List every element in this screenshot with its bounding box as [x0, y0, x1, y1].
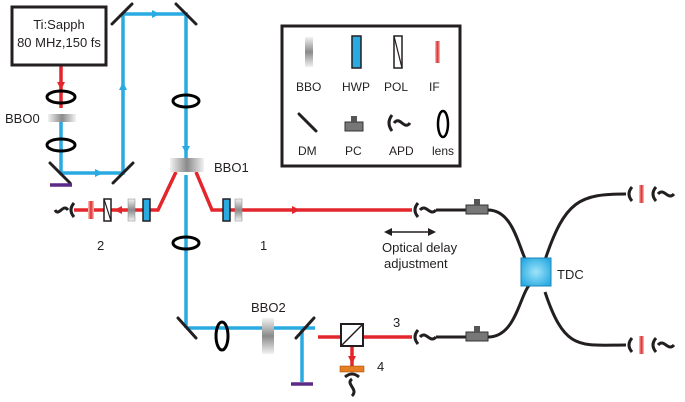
polarization-controller-icon: [465, 199, 489, 215]
lens-icon: [45, 89, 77, 105]
bbo1-crystal: BBO1: [170, 158, 249, 175]
laser-source: Ti:Sapph 80 MHz,150 fs: [10, 5, 108, 67]
bbo0-crystal: BBO0: [5, 111, 76, 126]
tdc-label: TDC: [557, 267, 584, 282]
legend-hwp-label: HWP: [342, 80, 370, 94]
legend-lens-label: lens: [432, 144, 454, 158]
legend-pc-icon: [344, 116, 364, 132]
legend-apd-icon: [387, 114, 412, 132]
lens-elements: [45, 89, 230, 352]
lens-icon: [171, 93, 201, 109]
pbs-cube: [340, 323, 364, 347]
legend: BBO HWP POL IF DM PC APD lens: [280, 24, 462, 168]
polarizer-icon: [103, 198, 112, 222]
apd-icon: [344, 372, 360, 398]
polarization-controller-icon: [465, 326, 489, 342]
pump-beam: [59, 12, 315, 382]
legend-pc-label: PC: [345, 144, 362, 158]
detector-bottom: [627, 336, 676, 354]
compensator-crystals: [127, 198, 243, 222]
waveplate-elements: [142, 198, 231, 222]
beam-dumps: [50, 183, 313, 386]
mirror-icon: [48, 161, 72, 185]
laser-spec: 80 MHz,150 fs: [17, 35, 101, 50]
interference-filter-icon: [639, 336, 644, 354]
hwp-icon: [142, 198, 151, 222]
lens-icon: [45, 137, 77, 153]
tdc-box: TDC: [520, 257, 584, 287]
interference-filter-icon: [339, 365, 365, 373]
mirror-icon: [110, 2, 134, 26]
legend-bbo-icon: [305, 37, 313, 67]
apd-icon: [53, 202, 76, 218]
apd-icon: [651, 186, 676, 202]
mirror-elements: [48, 2, 316, 340]
legend-hwp-icon: [351, 35, 362, 69]
path-label-2: 2: [97, 238, 104, 253]
bbo1-label: BBO1: [214, 160, 249, 175]
apd-icon: [413, 202, 438, 218]
legend-if-icon: [435, 41, 440, 63]
lens-icon: [214, 320, 230, 352]
path-label-1: 1: [260, 238, 267, 253]
mirror-icon: [294, 316, 316, 340]
legend-pol-label: POL: [384, 80, 408, 94]
legend-apd-label: APD: [389, 144, 414, 158]
lens-icon: [171, 235, 201, 251]
detector-top: [627, 185, 676, 203]
interference-filter-icon: [639, 185, 644, 203]
delay-arrow: [384, 228, 436, 236]
path-label-3: 3: [393, 315, 400, 330]
photon-beam-arrows: [57, 82, 356, 364]
bbo2-label: BBO2: [251, 300, 286, 315]
delay-label-line1: Optical delay: [382, 240, 458, 255]
legend-bbo-label: BBO: [296, 80, 321, 94]
legend-lens-icon: [436, 109, 450, 139]
apd-icon: [651, 337, 676, 353]
mirror-icon: [176, 316, 198, 340]
legend-pol-icon: [393, 35, 403, 69]
interference-filter-icon: [88, 201, 94, 219]
delay-label-line2: adjustment: [384, 256, 448, 271]
legend-dm-label: DM: [298, 144, 317, 158]
mirror-icon: [174, 2, 198, 26]
mirror-icon: [111, 161, 135, 185]
photon-beam: [59, 66, 412, 366]
pump-beam-arrows: [95, 10, 190, 177]
hwp-icon: [222, 198, 231, 222]
apd-icon: [413, 329, 438, 345]
laser-name: Ti:Sapph: [33, 17, 85, 32]
path-label-4: 4: [377, 359, 384, 374]
bbo0-label: BBO0: [5, 111, 40, 126]
bbo2-crystal: BBO2: [251, 300, 286, 354]
legend-dm-icon: [297, 112, 318, 133]
legend-if-label: IF: [429, 80, 440, 94]
